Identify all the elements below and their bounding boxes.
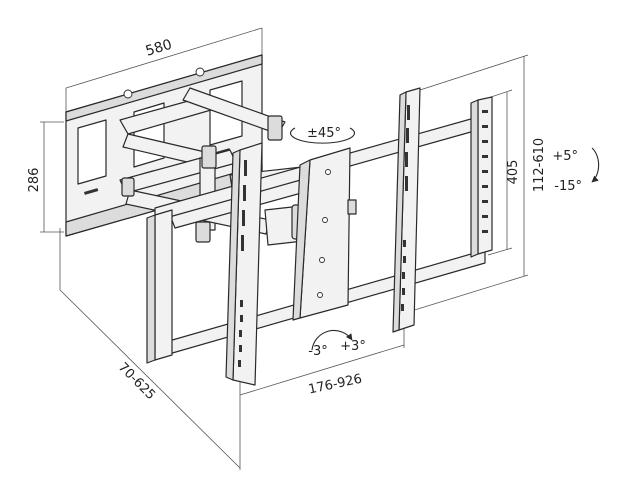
label-vesa-horizontal: 176-926 — [307, 372, 363, 398]
width-dimension-line — [65, 27, 263, 89]
extension-dimension-line — [59, 289, 241, 469]
dimension-lines — [40, 27, 529, 470]
label-tilt-down: -15° — [554, 179, 582, 194]
label-wall-plate-height: 286 — [27, 168, 42, 193]
vesa-arm-right — [392, 87, 421, 333]
vesa-h-dimension-line — [239, 344, 405, 396]
label-vesa-vertical: 405 — [506, 160, 521, 185]
level-arc-icon — [311, 329, 353, 351]
center-mounting-plate — [292, 147, 357, 321]
swivel-arc-icon — [289, 127, 356, 144]
label-level-left: -3° — [308, 344, 327, 359]
right-tv-bracket — [470, 96, 493, 258]
label-tilt-up: +5° — [552, 149, 578, 164]
label-extension-range: 70-625 — [115, 360, 158, 403]
rotation-indicators — [289, 127, 600, 351]
tilt-arc-icon — [591, 147, 600, 183]
label-height-adjustment: 112-610 — [532, 138, 547, 192]
label-level-right: +3° — [340, 339, 366, 354]
label-wall-plate-width: 580 — [144, 37, 174, 60]
left-tv-bracket — [146, 209, 173, 364]
wall-plate-window-left — [77, 119, 107, 185]
vesa-arm-left — [225, 142, 263, 386]
label-swivel-angle: ±45° — [307, 126, 341, 141]
